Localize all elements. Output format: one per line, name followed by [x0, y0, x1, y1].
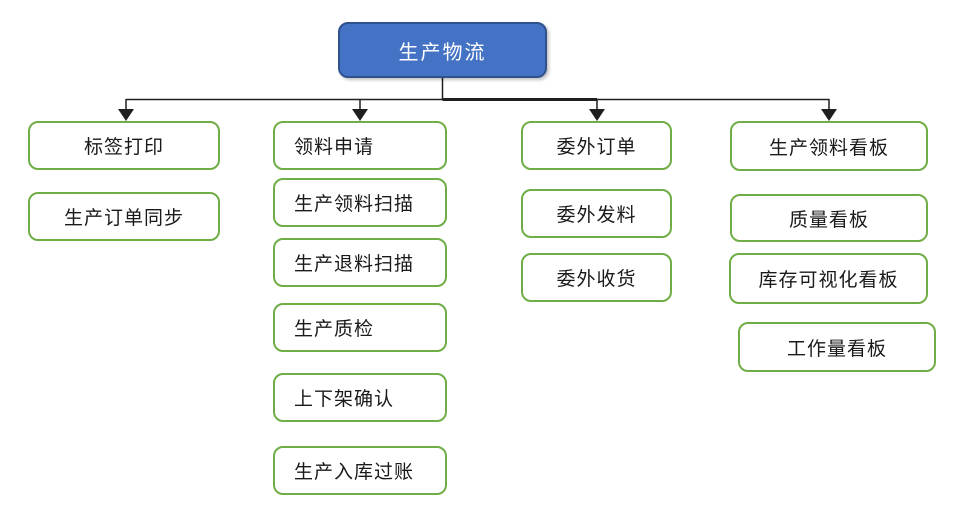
- node-production-return-scan: 生产退料扫描: [273, 238, 447, 287]
- node-production-quality-check: 生产质检: [273, 303, 447, 352]
- node-workload-kanban: 工作量看板: [738, 322, 936, 372]
- arrowhead-down-icon: [589, 109, 605, 121]
- node-quality-kanban: 质量看板: [730, 194, 928, 242]
- node-outsourcing-receiving: 委外收货: [521, 253, 672, 302]
- node-production-picking-scan: 生产领料扫描: [273, 178, 447, 227]
- node-material-request: 领料申请: [273, 121, 447, 170]
- node-production-picking-kanban: 生产领料看板: [730, 121, 928, 171]
- node-shelf-confirmation: 上下架确认: [273, 373, 447, 422]
- root-node-production-logistics: 生产物流: [338, 22, 547, 78]
- node-production-order-sync: 生产订单同步: [28, 192, 220, 241]
- node-outsourcing-issue: 委外发料: [521, 189, 672, 238]
- arrowhead-down-icon: [821, 109, 837, 121]
- arrowhead-down-icon: [118, 109, 134, 121]
- arrowhead-down-icon: [352, 109, 368, 121]
- node-outsourcing-order: 委外订单: [521, 121, 672, 170]
- node-label-printing: 标签打印: [28, 121, 220, 170]
- node-inventory-visual-kanban: 库存可视化看板: [729, 253, 928, 304]
- node-production-receipt-posting: 生产入库过账: [273, 446, 447, 495]
